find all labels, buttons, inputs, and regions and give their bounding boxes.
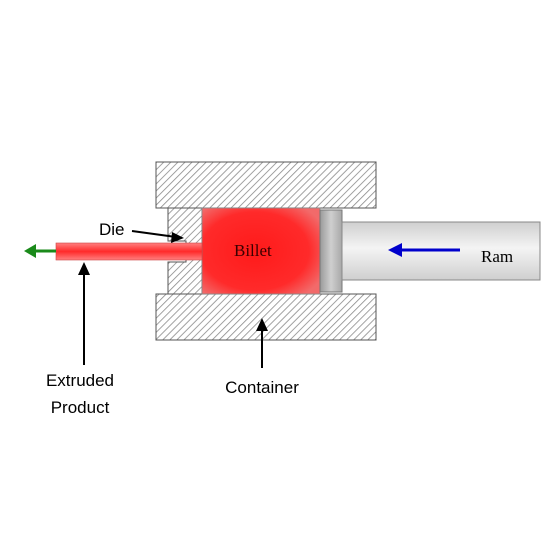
extruded-product	[55, 242, 203, 261]
billet-label: Billet	[234, 241, 272, 260]
die-label: Die	[99, 220, 125, 239]
product-pointer-arrow-icon	[78, 262, 90, 365]
billet	[201, 207, 321, 295]
ram-label: Ram	[481, 247, 513, 266]
container-label: Container	[225, 378, 299, 397]
container-top	[155, 161, 377, 209]
container-pointer-arrow-icon	[256, 318, 268, 368]
extruded-product-label-line1: Extruded	[46, 371, 114, 390]
die-pointer-arrow-icon	[131, 230, 184, 243]
container-bottom	[155, 293, 377, 341]
ram-direction-arrow-icon	[388, 243, 460, 257]
exit-direction-arrow-icon	[24, 244, 56, 258]
dummy-block	[319, 209, 343, 293]
extruded-product-label-line2: Product	[51, 398, 110, 417]
